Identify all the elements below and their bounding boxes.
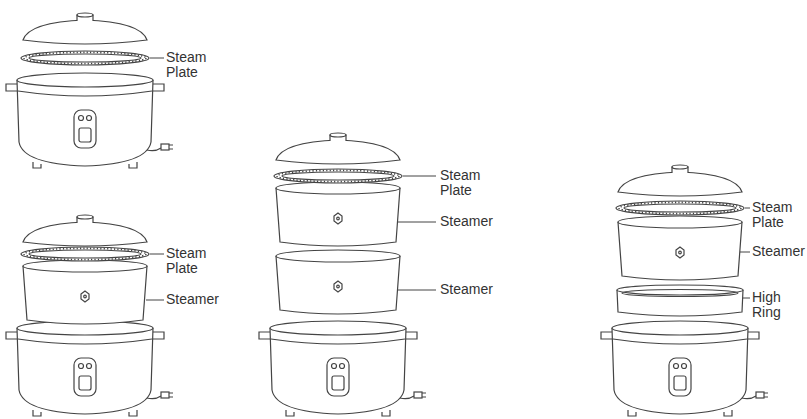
part-label: Steam Plate xyxy=(166,246,222,276)
steamer-basket xyxy=(618,216,742,280)
part-label: Steamer xyxy=(752,244,807,259)
cooker-body xyxy=(6,73,173,168)
leader-line xyxy=(745,208,750,209)
leader-line xyxy=(403,176,436,177)
steam-plate xyxy=(274,169,402,183)
steam-plate xyxy=(21,247,149,261)
cooker-lid xyxy=(23,13,147,44)
part-label: Steamer xyxy=(440,214,496,229)
steam-plate xyxy=(21,51,149,65)
steam-plate xyxy=(616,201,744,215)
leader-line xyxy=(150,58,164,59)
leader-line xyxy=(398,290,436,291)
cooker-body xyxy=(6,321,173,416)
leader-line xyxy=(740,252,750,253)
leader-line xyxy=(743,298,750,299)
part-label: Steamer xyxy=(440,282,496,297)
part-label: Steamer xyxy=(166,292,222,307)
part-label: Steam Plate xyxy=(752,200,807,230)
leader-line xyxy=(398,222,436,223)
steamer-basket xyxy=(23,260,147,324)
cooker-body xyxy=(259,321,426,416)
part-label: Steam Plate xyxy=(440,168,496,198)
steamer-basket xyxy=(276,250,400,314)
steamer-basket xyxy=(276,182,400,246)
cooker-lid xyxy=(618,165,742,196)
cooker-lid xyxy=(276,133,400,164)
cooker-body xyxy=(601,321,768,416)
part-label: Steam Plate xyxy=(166,50,222,80)
leader-line xyxy=(150,254,164,255)
leader-line xyxy=(146,300,164,301)
high-ring xyxy=(617,285,743,316)
part-label: High Ring xyxy=(752,290,807,320)
cooker-lid xyxy=(23,215,147,246)
